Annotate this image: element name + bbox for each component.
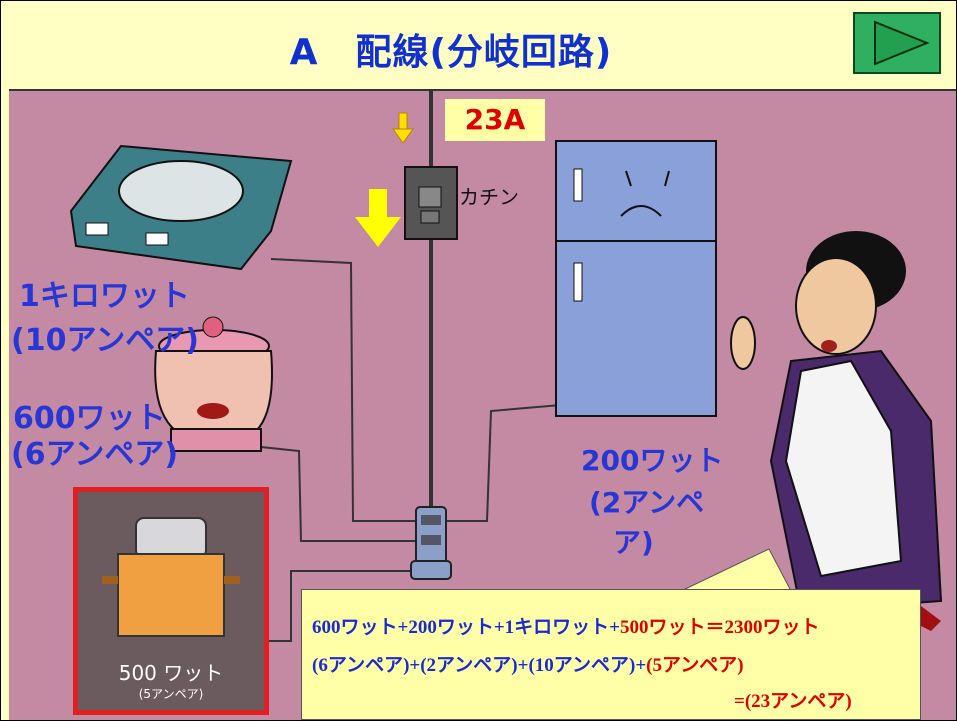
calculation-callout: 600ワット+200ワット+1キロワット+500ワット＝2300ワット (6アン…	[301, 589, 921, 720]
calc-watts-part1: 600ワット+200ワット+1キロワット+	[312, 617, 620, 638]
refrigerator-icon	[555, 140, 717, 417]
stove-wire	[270, 258, 421, 522]
electric-stove-icon	[69, 144, 293, 271]
calc-watts-part2: 500ワット	[619, 617, 706, 638]
pot-watts-label: 600ワット	[13, 401, 166, 436]
pot-amps-label: (6アンペア)	[11, 437, 179, 472]
fridge-amps-label-line2: ア)	[613, 526, 654, 559]
breaker-icon	[404, 166, 458, 240]
toaster-icon	[102, 517, 240, 637]
large-down-arrow-icon	[355, 189, 401, 247]
breaker-sound-label: カチン	[459, 185, 519, 209]
toaster-wire	[263, 570, 421, 642]
left-border	[1, 89, 9, 720]
fridge-wire	[441, 404, 562, 522]
fridge-amps-label-line1: (2アンペ	[589, 486, 705, 519]
next-slide-button[interactable]	[853, 12, 941, 74]
woman-character-icon	[730, 231, 943, 631]
calc-line-watts: 600ワット+200ワット+1キロワット+500ワット＝2300ワット	[312, 612, 820, 639]
toaster-watts-label: 500 ワット	[118, 661, 224, 685]
fridge-watts-label: 200ワット	[581, 444, 724, 477]
rice-cooker-icon	[154, 316, 273, 452]
slide-title: A 配線(分岐回路)	[289, 32, 613, 73]
title-bar: A 配線(分岐回路)	[1, 1, 956, 91]
calc-line-amps: (6アンペア)+(2アンペア)+(10アンペア)+(5アンペア)	[312, 650, 744, 677]
small-down-arrow-icon	[392, 112, 414, 144]
calc-amps-part2: (5アンペア)	[646, 655, 744, 676]
stove-amps-label: (10アンペア)	[11, 323, 199, 358]
calc-watts-total: ＝2300ワット	[705, 617, 820, 638]
toaster-panel	[73, 487, 269, 715]
main-current-badge: 23A	[445, 99, 545, 141]
pot-wire	[260, 446, 421, 542]
calc-amps-total: =(23アンペア)	[734, 691, 852, 712]
stove-watts-label: 1キロワット	[19, 279, 190, 314]
play-arrow-icon	[874, 20, 930, 66]
outlet-icon	[410, 506, 452, 580]
toaster-amps-label: (5アンペア)	[138, 687, 204, 701]
calc-amps-part1: (6アンペア)+(2アンペア)+(10アンペア)+	[312, 655, 647, 676]
